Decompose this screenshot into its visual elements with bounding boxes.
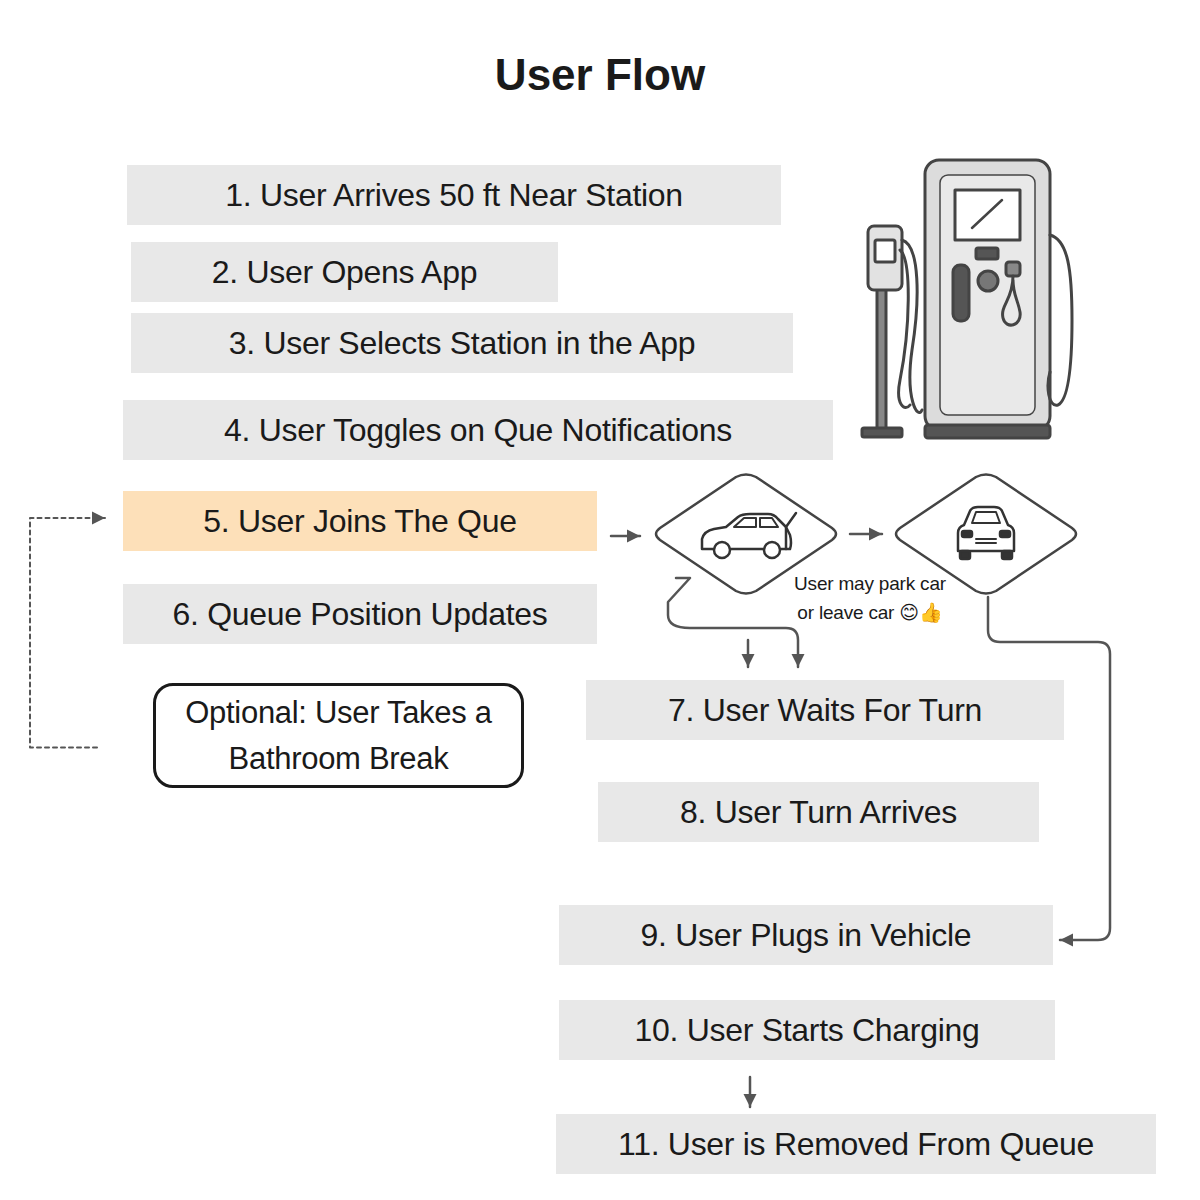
flow-arrow xyxy=(850,528,882,541)
arrow-line xyxy=(668,578,798,667)
step-label: 7. User Waits For Turn xyxy=(668,692,982,729)
arrow-line xyxy=(850,533,882,536)
arrow-line xyxy=(30,518,105,748)
flow-arrow xyxy=(611,530,640,543)
arrow-head xyxy=(627,530,640,543)
arrow-head xyxy=(792,654,805,667)
step-label: 4. User Toggles on Que Notifications xyxy=(224,412,732,449)
optional-box: Optional: User Takes a Bathroom Break xyxy=(153,683,524,788)
step-label: 10. User Starts Charging xyxy=(635,1012,980,1049)
step-label: Optional: User Takes a Bathroom Break xyxy=(170,690,507,782)
arrow-head xyxy=(742,654,755,667)
arrow-line xyxy=(988,597,1110,940)
diagram-title: User Flow xyxy=(0,50,1200,100)
decision-diamond xyxy=(892,473,1080,595)
process-box: 4. User Toggles on Que Notifications xyxy=(123,400,833,460)
arrow-line xyxy=(747,640,750,667)
arrow-line xyxy=(611,535,640,538)
step-label: 8. User Turn Arrives xyxy=(680,794,957,831)
arrow-line xyxy=(749,1077,752,1107)
process-box: 9. User Plugs in Vehicle xyxy=(559,905,1053,965)
arrow-head xyxy=(744,1094,757,1107)
process-box: 10. User Starts Charging xyxy=(559,1000,1055,1060)
process-box: 1. User Arrives 50 ft Near Station xyxy=(127,165,781,225)
arrow-head xyxy=(92,512,105,525)
car-icon xyxy=(958,507,1014,559)
note-caption: User may park car or leave car 😊👍 xyxy=(790,569,950,627)
flow-arrow xyxy=(668,578,805,667)
step-label: 9. User Plugs in Vehicle xyxy=(641,917,972,954)
process-box: 8. User Turn Arrives xyxy=(598,782,1039,842)
flow-arrow xyxy=(988,597,1110,947)
process-box: 3. User Selects Station in the App xyxy=(131,313,793,373)
process-box: 5. User Joins The Que xyxy=(123,491,597,551)
step-label: 11. User is Removed From Queue xyxy=(618,1126,1094,1163)
step-label: 3. User Selects Station in the App xyxy=(229,325,696,362)
process-box: 11. User is Removed From Queue xyxy=(556,1114,1156,1174)
step-label: 1. User Arrives 50 ft Near Station xyxy=(225,177,683,214)
decision-diamond: User may park car or leave car 😊👍 xyxy=(652,473,840,595)
car-icon xyxy=(702,513,796,558)
step-label: 2. User Opens App xyxy=(212,254,477,291)
flow-arrow xyxy=(744,1077,757,1107)
arrow-head xyxy=(869,528,882,541)
process-box: 2. User Opens App xyxy=(131,242,558,302)
flow-arrow xyxy=(30,512,105,748)
arrow-head xyxy=(1060,934,1073,947)
step-label: 5. User Joins The Que xyxy=(203,503,516,540)
process-box: 6. Queue Position Updates xyxy=(123,584,597,644)
process-box: 7. User Waits For Turn xyxy=(586,680,1064,740)
decision-diamond-outline xyxy=(892,473,1080,595)
step-label: 6. Queue Position Updates xyxy=(173,596,548,633)
